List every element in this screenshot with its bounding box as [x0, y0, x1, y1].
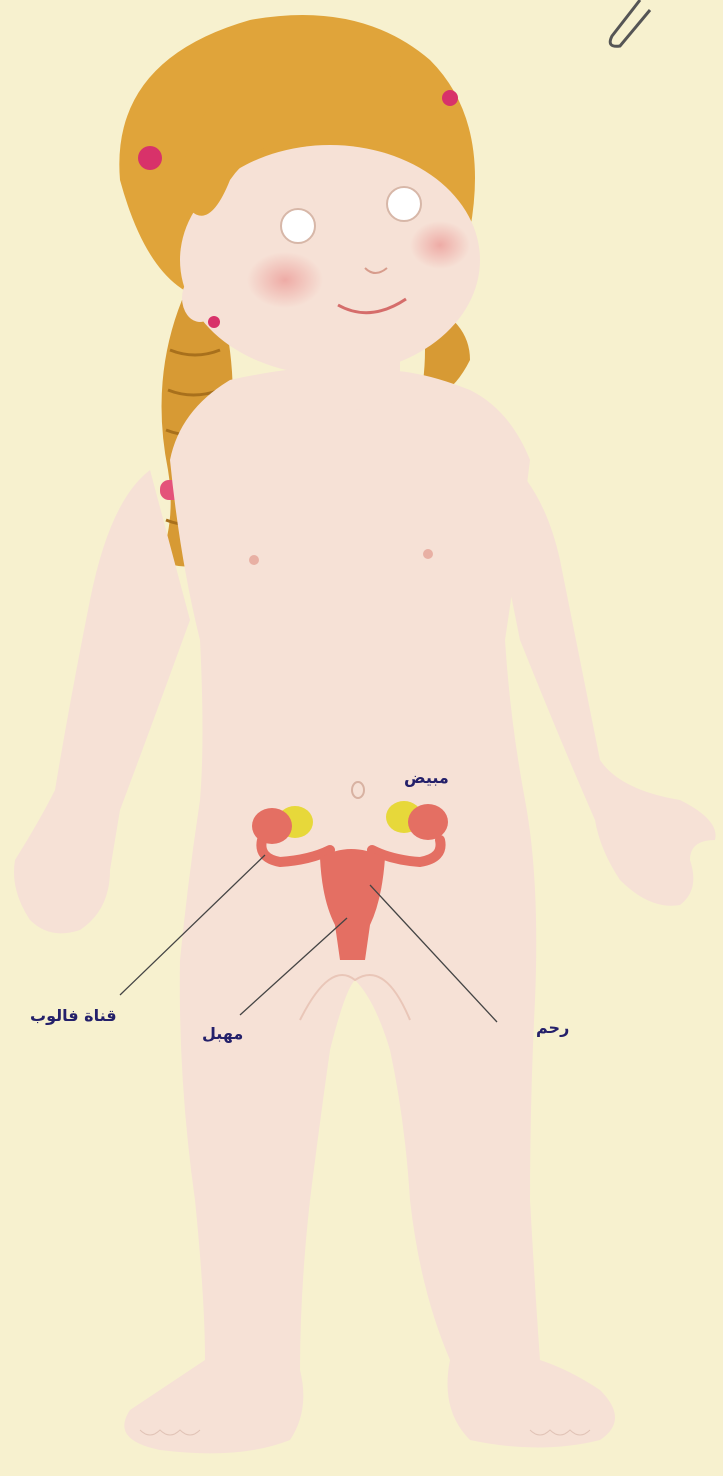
label-uterus: رحم [536, 1018, 569, 1037]
head [119, 15, 480, 375]
left-arm [14, 470, 190, 933]
label-ovary: مبيض [404, 768, 449, 787]
paper-clip-icon [610, 0, 650, 46]
label-fallopian-tube: قناة فالوب [30, 1006, 117, 1025]
label-vagina: مهبل [202, 1024, 243, 1043]
